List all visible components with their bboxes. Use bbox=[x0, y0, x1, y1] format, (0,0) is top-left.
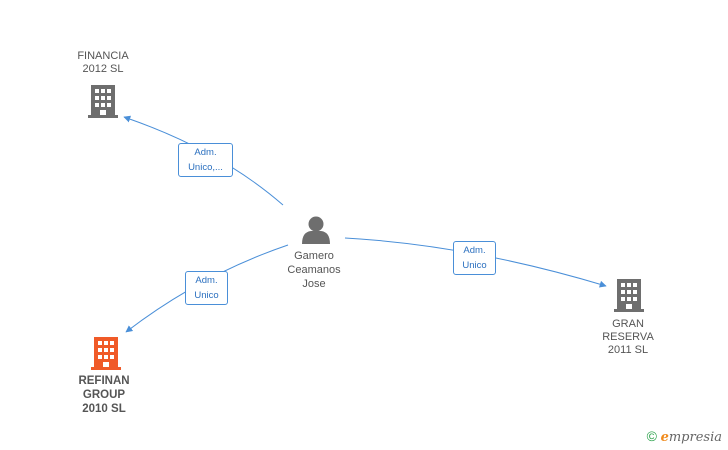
brand-name: mpresia bbox=[668, 430, 722, 445]
copyright-symbol: © bbox=[646, 428, 657, 444]
label-line: FINANCIA bbox=[77, 50, 129, 62]
label-line: GRAN bbox=[612, 318, 644, 330]
brand-initial: e bbox=[660, 430, 669, 445]
edge-label-line: Adm. bbox=[463, 245, 486, 256]
company-label-gran-reserva[interactable]: GRAN RESERVA 2011 SL bbox=[592, 318, 664, 357]
company-label-refinan[interactable]: REFINAN GROUP 2010 SL bbox=[66, 374, 142, 416]
company-label-financia[interactable]: FINANCIA 2012 SL bbox=[68, 50, 138, 76]
empresia-watermark: © empresia bbox=[647, 428, 722, 445]
label-line: Gamero bbox=[294, 250, 334, 262]
building-icon-highlighted[interactable] bbox=[91, 337, 121, 370]
edge-label-gran-reserva[interactable]: Adm. Unico bbox=[453, 241, 496, 275]
edge-label-refinan[interactable]: Adm. Unico bbox=[185, 271, 228, 305]
label-line: RESERVA bbox=[602, 331, 654, 343]
label-line: 2012 SL bbox=[82, 63, 124, 75]
label-line: REFINAN bbox=[78, 375, 130, 387]
label-line: GROUP bbox=[82, 389, 126, 401]
edge-label-financia[interactable]: Adm. Unico,... bbox=[178, 143, 233, 177]
label-line: Jose bbox=[302, 278, 326, 290]
edge-label-line: Unico bbox=[462, 260, 487, 271]
edge-label-line: Unico bbox=[194, 290, 219, 301]
person-icon[interactable] bbox=[302, 216, 330, 245]
label-line: 2010 SL bbox=[82, 403, 126, 415]
building-icon[interactable] bbox=[88, 85, 118, 118]
edge-label-line: Unico,... bbox=[188, 162, 223, 173]
person-label[interactable]: Gamero Ceamanos Jose bbox=[276, 249, 352, 291]
label-line: Ceamanos bbox=[287, 264, 341, 276]
building-icon[interactable] bbox=[614, 279, 644, 312]
label-line: 2011 SL bbox=[607, 344, 649, 356]
edge-label-line: Adm. bbox=[194, 147, 217, 158]
edge-label-line: Adm. bbox=[195, 275, 218, 286]
